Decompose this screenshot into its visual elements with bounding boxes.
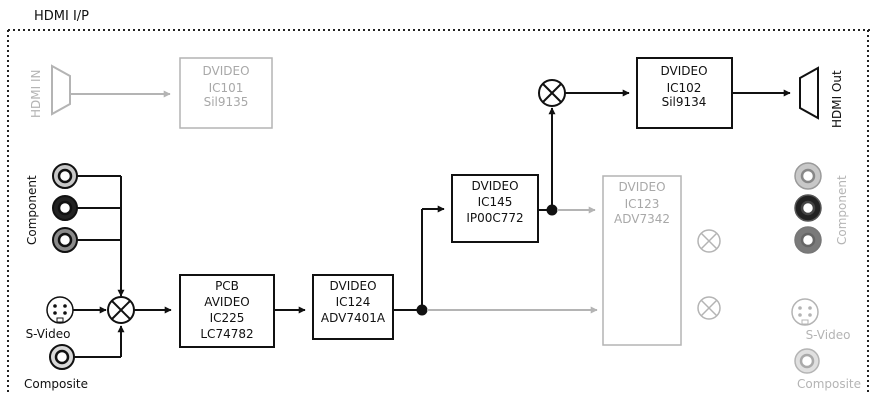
analog-out-switch-icon	[697, 296, 721, 320]
composite-out-label: Composite	[797, 377, 861, 391]
ic123-block: DVIDEO IC123 ADV7342	[602, 175, 682, 346]
ic123-line2: IC123	[625, 197, 660, 211]
component-in-label: Component	[25, 175, 39, 245]
ic145-junction-dot	[546, 204, 558, 216]
svideo-in-label: S-Video	[26, 327, 71, 341]
ic145-line3: IP00C772	[466, 211, 523, 225]
ic124-block: DVIDEO IC124 ADV7401A	[312, 274, 394, 340]
svideo-in-jack	[46, 296, 74, 324]
ic102-line3: Sil9134	[662, 95, 707, 109]
composite-out-jack	[794, 348, 820, 374]
ic145-block: DVIDEO IC145 IP00C772	[451, 174, 539, 243]
ic102-block: DVIDEO IC102 Sil9134	[636, 57, 733, 129]
section-label: HDMI I/P	[34, 9, 89, 24]
ic102-line1: DVIDEO	[660, 64, 707, 78]
ic102-line2: IC102	[667, 81, 702, 95]
hdmi-out-connector	[799, 66, 819, 120]
ic225-line1: PCB	[215, 279, 239, 293]
hdmi-out-label: HDMI Out	[830, 70, 844, 128]
ic124-line3: ADV7401A	[321, 311, 386, 325]
hdmi-in-connector	[51, 64, 71, 116]
ic225-line4: LC74782	[200, 327, 253, 341]
ic145-line1: DVIDEO	[471, 179, 518, 193]
component-out-jacks	[794, 162, 822, 254]
hdmi-out-switch-icon	[538, 79, 566, 107]
ic124-line1: DVIDEO	[329, 279, 376, 293]
ic101-line2: IC101	[209, 81, 244, 95]
ic225-block: PCB AVIDEO IC225 LC74782	[179, 274, 275, 348]
ic124-junction-dot	[416, 304, 428, 316]
svideo-out-label: S-Video	[806, 328, 851, 342]
ic124-to-ic145-wire	[421, 205, 445, 305]
component-out-label: Component	[835, 175, 849, 245]
input-switch-icon	[107, 296, 135, 324]
composite-in-wire	[74, 325, 125, 358]
ic124-line2: IC124	[336, 295, 371, 309]
composite-in-label: Composite	[24, 377, 88, 391]
ic101-block: DVIDEO IC101 Sil9135	[179, 57, 273, 129]
ic101-line3: Sil9135	[204, 95, 249, 109]
ic145-line2: IC145	[478, 195, 513, 209]
hdmi-in-label: HDMI IN	[29, 70, 43, 119]
ic123-line1: DVIDEO	[618, 180, 665, 194]
ic101-line1: DVIDEO	[202, 64, 249, 78]
svideo-out-jack	[791, 298, 819, 326]
ic123-line3: ADV7342	[614, 212, 670, 226]
component-out-switch-icon	[697, 229, 721, 253]
component-jacks	[52, 163, 78, 253]
component-wires	[77, 175, 125, 297]
ic225-line3: IC225	[210, 311, 245, 325]
ic225-line2: AVIDEO	[204, 295, 249, 309]
hdmi-ip-frame	[7, 29, 870, 394]
composite-in-jack	[49, 344, 75, 370]
